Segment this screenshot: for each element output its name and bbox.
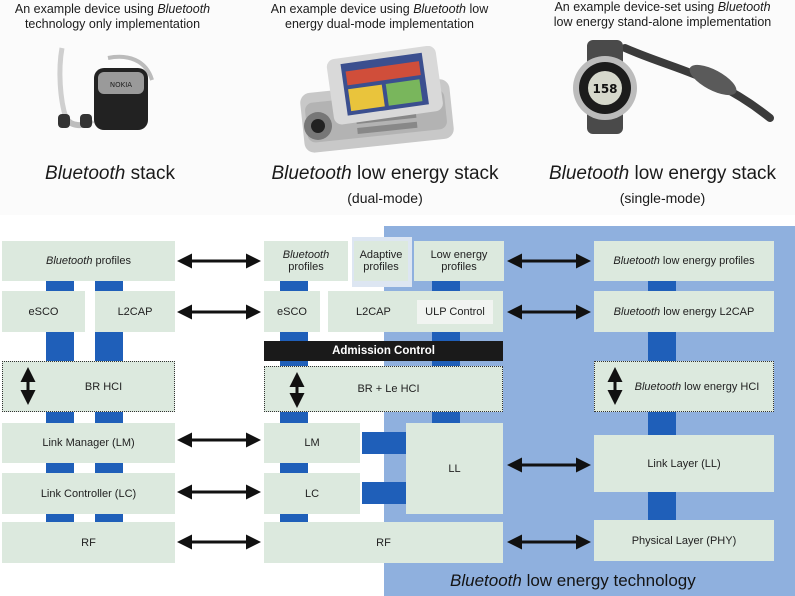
- left-l2cap: L2CAP: [95, 291, 175, 332]
- mid-lc: LC: [264, 473, 360, 514]
- lm-ll-link: [362, 432, 406, 454]
- right-physical-layer: Physical Layer (PHY): [594, 520, 774, 561]
- left-rf: RF: [2, 522, 175, 563]
- stack-subtitle-dual: (dual-mode): [347, 190, 423, 206]
- stack-title-single: Bluetooth low energy stack: [548, 163, 777, 184]
- right-link-layer: Link Layer (LL): [594, 435, 774, 492]
- stack-title-bt: Bluetooth stack: [45, 163, 175, 184]
- admission-control: Admission Control: [264, 341, 503, 361]
- stack-subtitle-single: (single-mode): [619, 190, 706, 206]
- lc-ll-link: [362, 482, 406, 504]
- right-le-l2cap: Bluetooth low energy L2CAP: [594, 291, 774, 332]
- headset-image: NOKIA: [57, 47, 154, 130]
- svg-text:158: 158: [592, 82, 617, 96]
- mid-ulp-control: ULP Control: [417, 300, 493, 324]
- mid-rf: RF: [264, 522, 503, 563]
- caption-3: An example device-set using Bluetooth lo…: [553, 0, 772, 29]
- left-esco: eSCO: [2, 291, 85, 332]
- watch-and-strap-image: 158: [573, 40, 774, 134]
- left-link-controller: Link Controller (LC): [2, 473, 175, 514]
- mid-esco: eSCO: [264, 291, 320, 332]
- caption-2: An example device using Bluetooth low en…: [270, 2, 489, 31]
- left-link-manager: Link Manager (LM): [2, 423, 175, 463]
- left-bt-profiles: Bluetooth profiles: [2, 241, 175, 281]
- right-le-hci: Bluetooth low energy HCI: [594, 361, 774, 412]
- caption-1: An example device using Bluetooth techno…: [14, 2, 211, 31]
- svg-text:NOKIA: NOKIA: [110, 81, 132, 89]
- le-technology-label: Bluetooth low energy technology: [450, 571, 696, 590]
- stack-title-dual: Bluetooth low energy stack: [271, 163, 499, 184]
- phone-image: [300, 46, 454, 153]
- right-le-profiles: Bluetooth low energy profiles: [594, 241, 774, 281]
- mid-ll: LL: [406, 423, 503, 514]
- mid-lm: LM: [264, 423, 360, 463]
